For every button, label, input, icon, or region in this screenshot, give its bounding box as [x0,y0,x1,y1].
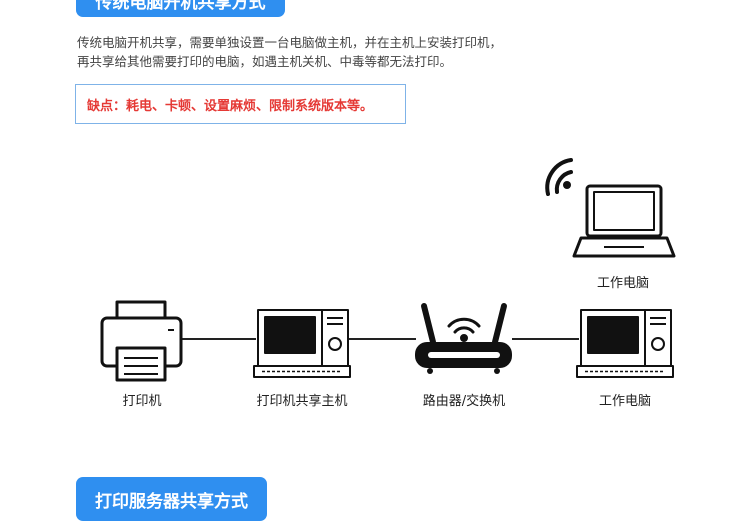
description-paragraph: 传统电脑开机共享，需要单独设置一台电脑做主机，并在主机上安装打印机， 再共享给其… [77,33,637,71]
laptop-icon [572,184,676,258]
host-computer-label: 打印机共享主机 [256,394,348,409]
host-computer-icon [253,309,351,378]
printer-label: 打印机 [122,394,162,409]
section-tag-print-server-label: 打印服务器共享方式 [95,491,248,512]
section-tag-traditional: 传统电脑开机共享方式 [76,0,285,17]
wifi-signal-icon [545,158,573,196]
section-tag-traditional-label: 传统电脑开机共享方式 [95,0,266,13]
drawback-text: 缺点：耗电、卡顿、设置麻烦、限制系统版本等。 [87,98,374,114]
work-computer-label: 工作电脑 [598,394,652,409]
drawback-box: 缺点：耗电、卡顿、设置麻烦、限制系统版本等。 [75,84,406,124]
work-computer-icon [576,309,674,378]
description-line-1: 传统电脑开机共享，需要单独设置一台电脑做主机，并在主机上安装打印机， [77,35,503,50]
printer-icon [100,300,183,382]
wireless-laptop-label: 工作电脑 [596,276,650,291]
router-icon [415,303,512,374]
description-line-2: 再共享给其他需要打印的电脑，如遇主机关机、中毒等都无法打印。 [77,54,453,69]
router-label: 路由器/交换机 [422,394,506,409]
section-tag-print-server: 打印服务器共享方式 [76,477,267,521]
